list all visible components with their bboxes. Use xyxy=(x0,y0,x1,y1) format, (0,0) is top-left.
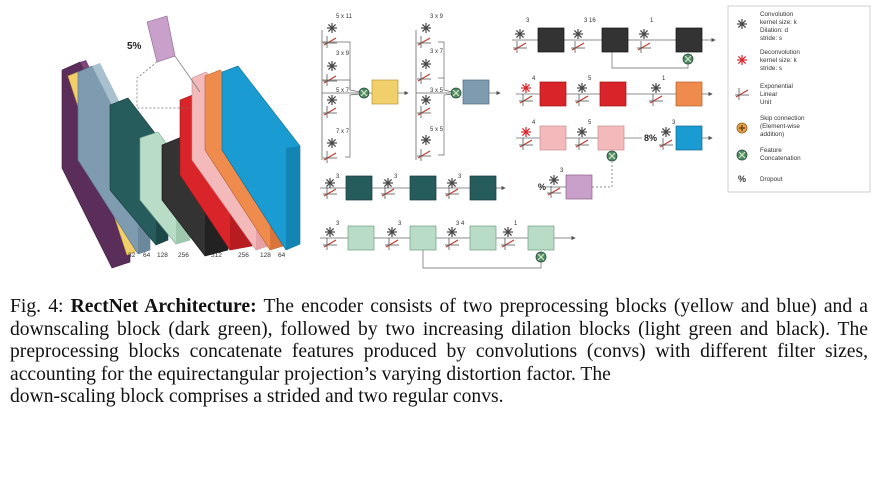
legend-text: stride: s xyxy=(760,35,782,42)
legend-deconv-title: Deconvolution xyxy=(760,49,800,56)
encoder-decoder-stack: 5% 32 64 128 256 512 256 128 64 xyxy=(61,15,301,269)
light-green-dilation-block: 3 3 3 4 1 xyxy=(320,221,576,269)
caption-prefix: Fig. 4: xyxy=(10,296,64,317)
light-green-box xyxy=(347,225,375,251)
legend-text: Concatenation xyxy=(760,155,801,162)
black-conv-box xyxy=(537,27,565,53)
black-conv-box xyxy=(601,27,629,53)
blue-preprocessing-block: 3 x 9 3 x 7 3 x 5 5 x 5 xyxy=(415,14,501,162)
block-number: 4 xyxy=(532,120,536,126)
black-dilation-block: 3 3 16 1 xyxy=(512,18,716,69)
legend-text: Exponential xyxy=(760,83,793,90)
figure-caption: Fig. 4: RectNet Architecture: The encode… xyxy=(10,296,868,409)
light-green-box xyxy=(527,225,555,251)
pink-dropout-label: 8% xyxy=(644,133,657,143)
pink-conv-box xyxy=(597,125,625,151)
kernel-label: 7 x 7 xyxy=(336,129,350,135)
kernel-label: 3 xyxy=(526,18,530,24)
channel-label: 64 xyxy=(143,252,151,259)
cyan-conv-box xyxy=(675,125,703,151)
kernel-label: 5 x 11 xyxy=(336,14,353,20)
channel-label: 32 xyxy=(128,252,136,259)
kernel-label: 5 x 5 xyxy=(430,127,444,133)
block-number: 3 xyxy=(398,221,402,227)
dropout-label: 5% xyxy=(127,41,142,52)
kernel-label: 3 x 9 xyxy=(336,51,350,57)
dark-green-box xyxy=(469,175,497,201)
kernel-label: 3 x 5 xyxy=(430,88,444,94)
kernel-label: 1 xyxy=(650,18,654,24)
legend-text: stride: s xyxy=(760,65,782,72)
black-conv-box xyxy=(675,27,703,53)
yellow-conv-box xyxy=(371,79,399,105)
block-number: 3 xyxy=(672,120,676,126)
legend-text: Dropout xyxy=(760,176,783,183)
block-number: 3 xyxy=(560,168,564,174)
channel-label: 256 xyxy=(238,252,249,259)
yellow-preprocessing-block: 5 x 11 3 x 9 5 x 7 7 x 7 xyxy=(321,14,409,164)
channel-label: 256 xyxy=(178,252,189,259)
legend-text: Linear xyxy=(760,91,778,98)
dark-green-downscaling-block: 3 3 3 xyxy=(320,174,506,201)
pink-deconv-box xyxy=(539,125,567,151)
block-number: 3 xyxy=(336,174,340,180)
block-number: 1 xyxy=(514,221,518,227)
legend: Convolution kernel size: k Dilation: d s… xyxy=(727,5,871,193)
legend-text: kernel size: k xyxy=(760,57,798,64)
channel-label: 128 xyxy=(260,252,271,259)
blue-conv-box xyxy=(462,79,490,105)
channel-label: 128 xyxy=(157,252,168,259)
light-green-box xyxy=(469,225,497,251)
red-conv-box xyxy=(599,81,627,107)
legend-conv-title: Convolution xyxy=(760,11,794,18)
channel-label: 64 xyxy=(278,252,286,259)
block-number: 3 xyxy=(336,221,340,227)
block-number: 3 4 xyxy=(456,221,465,227)
dropout-plane xyxy=(146,15,176,63)
legend-text: addition) xyxy=(760,131,784,138)
legend-text: Unit xyxy=(760,99,771,106)
channel-label: 512 xyxy=(211,252,222,259)
dark-green-box xyxy=(409,175,437,201)
kernel-label: 3 x 9 xyxy=(430,14,444,20)
lilac-conv-box xyxy=(565,174,593,200)
lilac-dropout-branch: % 3 xyxy=(538,162,613,200)
caption-last-line: down-scaling block comprises a strided a… xyxy=(10,386,504,408)
kernel-label: 5 x 7 xyxy=(336,88,350,94)
architecture-figure: 5% 32 64 128 256 512 256 128 64 5 x 11 3… xyxy=(61,5,871,269)
dark-green-box xyxy=(345,175,373,201)
block-number: 1 xyxy=(662,76,666,82)
lilac-dropout-label: % xyxy=(538,182,546,192)
pink-decoder-block: 4 5 8% 3 xyxy=(516,120,713,162)
orange-conv-box xyxy=(675,81,703,107)
block-number: 5 xyxy=(588,76,592,82)
block-number: 3 xyxy=(458,174,462,180)
legend-text: Feature xyxy=(760,147,782,154)
block-number: 5 xyxy=(588,120,592,126)
legend-text: Dilation: d xyxy=(760,27,788,34)
kernel-label: 3 16 xyxy=(584,18,596,24)
caption-body: The encoder consists of two preprocessin… xyxy=(10,296,869,385)
legend-dropout-symbol: % xyxy=(738,174,746,184)
legend-text: kernel size: k xyxy=(760,19,798,26)
red-deconv-box xyxy=(539,81,567,107)
red-decoder-block: 4 5 1 xyxy=(516,76,713,107)
kernel-label: 3 x 7 xyxy=(430,49,444,55)
legend-text: Skip connection xyxy=(760,115,805,122)
caption-title: RectNet Architecture: xyxy=(70,296,257,317)
block-number: 4 xyxy=(532,76,536,82)
block-number: 3 xyxy=(394,174,398,180)
legend-text: (Element-wise xyxy=(760,123,800,130)
light-green-box xyxy=(409,225,437,251)
